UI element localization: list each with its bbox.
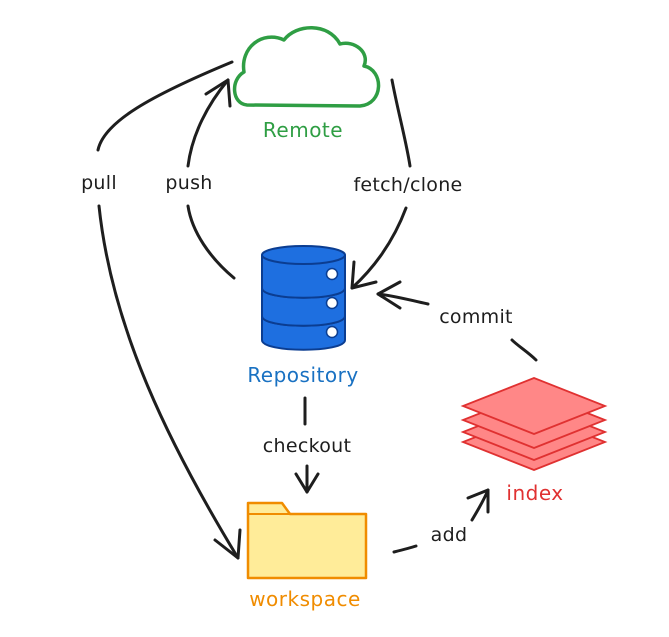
checkout-arrow: checkout <box>263 396 351 494</box>
index-node: index <box>460 377 608 505</box>
remote-node: Remote <box>232 26 381 142</box>
workspace-label: workspace <box>249 587 361 611</box>
pull-arrow: pull <box>81 60 242 560</box>
checkout-label: checkout <box>263 435 351 457</box>
push-label: push <box>165 172 212 194</box>
push-arrow: push <box>165 78 236 280</box>
fetch-clone-arrow: fetch/clone <box>350 78 462 290</box>
add-arrow: add <box>392 488 490 554</box>
repository-node: Repository <box>247 245 358 387</box>
pull-label: pull <box>81 172 117 194</box>
commit-label: commit <box>439 306 513 328</box>
repository-label: Repository <box>247 363 358 387</box>
index-label: index <box>506 481 563 505</box>
layers-icon <box>460 377 608 471</box>
cloud-icon <box>232 26 381 108</box>
add-label: add <box>431 524 468 546</box>
remote-label: Remote <box>263 118 343 142</box>
commit-arrow: commit <box>376 280 538 362</box>
workspace-node: workspace <box>246 501 368 611</box>
database-icon <box>261 245 346 351</box>
fetch-clone-label: fetch/clone <box>353 174 462 196</box>
